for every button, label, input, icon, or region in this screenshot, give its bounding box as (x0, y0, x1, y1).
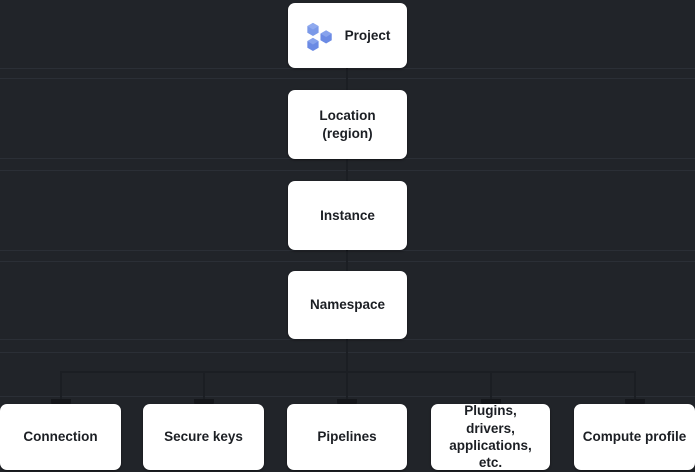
connector-project-to-location (346, 68, 348, 90)
band-separator (0, 250, 695, 251)
node-compute[interactable]: Compute profile (574, 404, 695, 470)
connector-namespace-to-bus (346, 339, 348, 371)
node-namespace-label: Namespace (309, 297, 386, 313)
connector-instance-to-namespace (346, 250, 348, 271)
node-secure-keys[interactable]: Secure keys (143, 404, 264, 470)
node-namespace[interactable]: Namespace (288, 271, 407, 339)
band-separator (0, 78, 695, 79)
node-instance[interactable]: Instance (288, 181, 407, 250)
project-hexagons-icon (306, 22, 332, 51)
node-pipelines[interactable]: Pipelines (287, 404, 407, 470)
band-separator (0, 339, 695, 340)
node-connection[interactable]: Connection (0, 404, 121, 470)
connector-bus-to-compute (634, 371, 636, 404)
node-plugins[interactable]: Plugins, drivers, applications, etc. (431, 403, 550, 471)
band-separator (0, 68, 695, 69)
band-separator (0, 396, 695, 397)
band-separator (0, 261, 695, 262)
node-location[interactable]: Location (region) (288, 90, 407, 159)
node-instance-label: Instance (320, 207, 375, 223)
connector-location-to-instance (346, 159, 348, 181)
node-project-label: Project (344, 27, 391, 43)
node-compute-label: Compute profile (582, 429, 687, 445)
node-secure-keys-label: Secure keys (164, 429, 243, 445)
node-connection-label: Connection (23, 429, 98, 445)
node-plugins-label: Plugins, drivers, applications, etc. (449, 403, 532, 471)
band-separator (0, 170, 695, 171)
connector-bus-to-plugins (490, 371, 492, 404)
connector-bus-to-pipelines (346, 371, 348, 404)
connector-bus-to-connection (60, 371, 62, 404)
connector-bus-to-secure-keys (203, 371, 205, 404)
band-separator (0, 352, 695, 353)
node-pipelines-label: Pipelines (317, 429, 377, 445)
connector-distribution-bus (60, 371, 634, 373)
node-location-label: Location (region) (319, 108, 376, 141)
node-project[interactable]: Project (288, 3, 407, 68)
